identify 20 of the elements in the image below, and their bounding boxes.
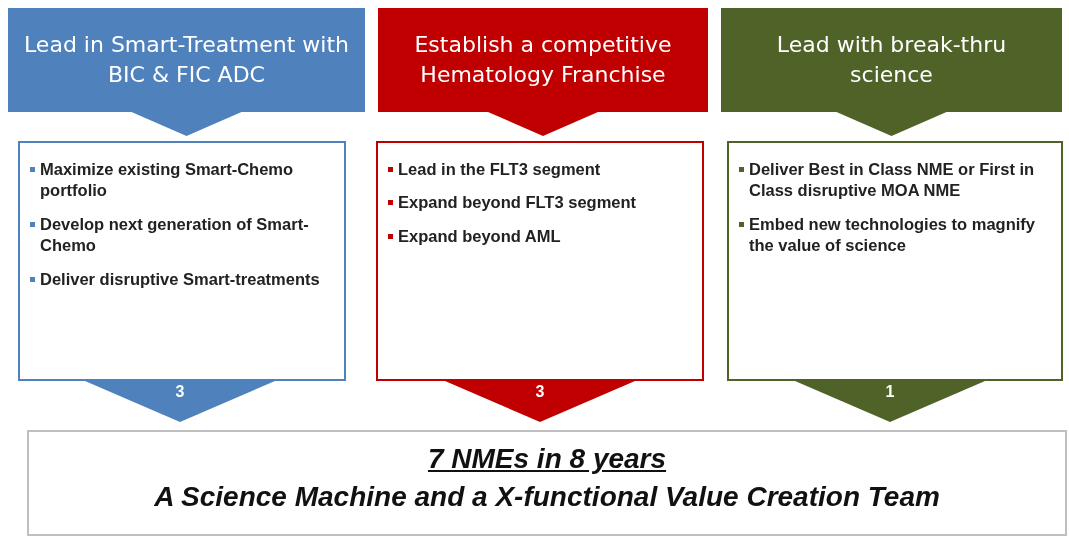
banner-heading: Lead in Smart-Treatment with BIC & FIC ADC	[23, 31, 350, 89]
bullet-text: Expand beyond FLT3 segment	[398, 192, 637, 214]
count-number: 3	[175, 382, 185, 402]
bullet-list-box	[376, 141, 704, 381]
bullet-text: Lead in the FLT3 segment	[398, 159, 601, 180]
bullet-text: Embed new technologies to magnify the value of science	[749, 213, 1037, 257]
bullet-text: Deliver disruptive Smart-treatments	[40, 268, 320, 290]
bullet-text: Develop next generation of Smart-Chemo	[40, 213, 310, 257]
banner-heading: Establish a competitive Hematology Franchise	[413, 31, 673, 89]
count-number: 1	[885, 382, 895, 402]
bullet-list-box	[727, 141, 1063, 381]
bullet-text: Maximize existing Smart-Chemo portfolio	[40, 159, 295, 202]
summary-heading: 7 NMEs in 8 years	[427, 442, 667, 476]
bullet-text: Expand beyond AML	[398, 225, 561, 247]
summary-box	[27, 430, 1067, 536]
count-number: 3	[535, 382, 545, 402]
summary-text: A Science Machine and a X-functional Value Creation Team	[154, 480, 940, 514]
bullet-list-box	[18, 141, 346, 381]
banner-heading: Lead with break-thru science	[775, 31, 1008, 89]
bullet-text: Deliver Best in Class NME or First in Class disruptive MOA NME	[749, 159, 1036, 202]
